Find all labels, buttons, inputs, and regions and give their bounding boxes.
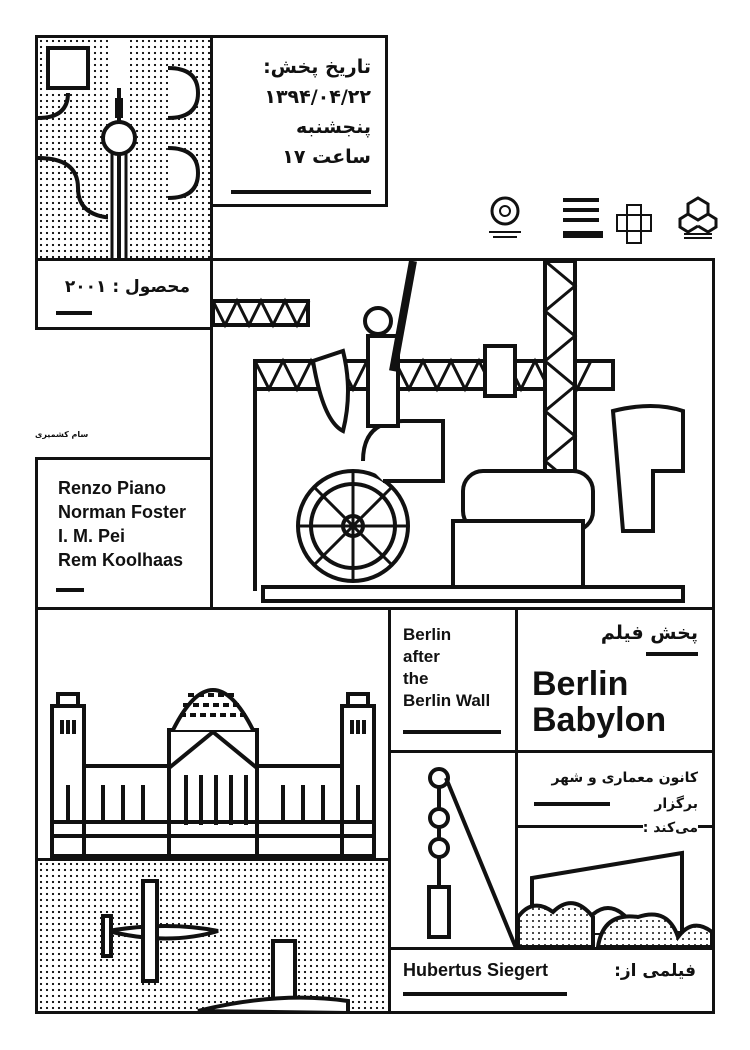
divider-bar [403, 992, 567, 996]
subtitle-line: the [403, 669, 429, 688]
bridge-panel [515, 825, 715, 950]
organizer-box: کانون معماری و شهر برگزار می‌کند : [515, 750, 715, 839]
divider-bar [56, 588, 84, 592]
tv-tower-panel [35, 35, 213, 261]
crane-hook-illustration [427, 767, 515, 947]
architect-name: Rem Koolhaas [58, 550, 184, 570]
architects-list: Renzo Piano Norman Foster I. M. Pei Rem … [58, 476, 210, 572]
reichstag-panel [35, 607, 391, 861]
director-box: Hubertus Siegert فیلمی از: [388, 947, 715, 1014]
production-info: محصول : ۲۰۰۱ [38, 277, 190, 297]
divider-bar [56, 311, 92, 315]
subtitle-line: Berlin [403, 625, 452, 644]
divider-bar [646, 652, 698, 656]
quadriga-crane-panel [210, 258, 715, 610]
cross-square-logo [616, 204, 652, 244]
production-year: ۲۰۰۱ [64, 277, 107, 297]
crane-hook-panel [388, 750, 518, 950]
quadriga-crane-illustration [213, 261, 685, 603]
planes-illustration [101, 879, 350, 1011]
film-title-line: Berlin [532, 665, 629, 703]
subtitle-line: Berlin Wall [403, 691, 491, 710]
designer-credit: سام کشمیری [35, 430, 89, 439]
logos-row [480, 195, 718, 245]
divider-bar [403, 730, 501, 734]
architect-name: I. M. Pei [58, 526, 126, 546]
subtitle-line: after [403, 647, 440, 666]
reichstag-illustration [50, 688, 376, 858]
planes-panel [35, 858, 391, 1014]
divider-bar [231, 190, 371, 194]
screening-date: ۱۳۹۴/۰۴/۲۲ [264, 86, 371, 108]
production-box: محصول : ۲۰۰۱ [35, 258, 213, 330]
organizer-line1: کانون معماری و شهر برگزار [551, 770, 698, 812]
contemporary-art-institute-logo [489, 196, 521, 238]
film-label: پخش فیلم [600, 622, 698, 644]
subtitle-box: Berlin after the Berlin Wall [388, 607, 518, 753]
director-name: Hubertus Siegert [403, 960, 549, 980]
screening-time: ساعت ۱۷ [282, 146, 371, 168]
film-title-line: Babylon [532, 701, 667, 739]
organizer-line2: می‌کند : [642, 817, 698, 839]
screening-label: تاریخ پخش: [263, 56, 371, 78]
director-label: فیلمی از: [614, 960, 696, 981]
architects-box: Renzo Piano Norman Foster I. M. Pei Rem … [35, 457, 213, 610]
screening-day: پنجشنبه [296, 116, 371, 138]
screening-info-box: تاریخ پخش: ۱۳۹۴/۰۴/۲۲ پنجشنبه ساعت ۱۷ [210, 35, 388, 207]
director-line: Hubertus Siegert فیلمی از: [403, 960, 696, 981]
architect-name: Renzo Piano [58, 478, 167, 498]
production-label: محصول : [112, 277, 190, 297]
museum-contemporary-art-tehran-logo [678, 196, 718, 239]
bridge-illustration [518, 850, 712, 947]
tv-tower-illustration [38, 38, 201, 258]
title-box: پخش فیلم Berlin Babylon [515, 607, 715, 753]
divider-bar [534, 802, 610, 806]
architect-name: Norman Foster [58, 502, 187, 522]
kanoon-memari-logo [563, 198, 603, 238]
